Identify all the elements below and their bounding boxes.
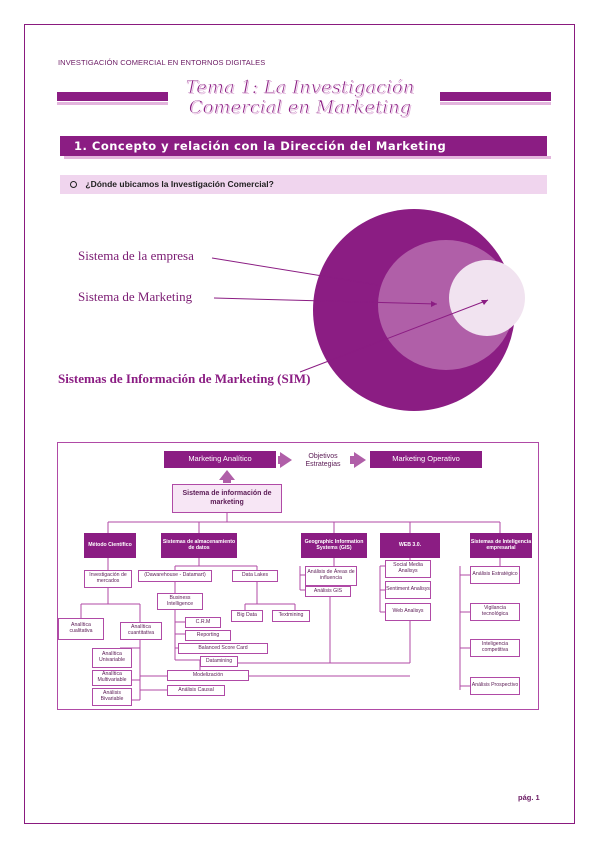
node-marketing-operativo: Marketing Operativo <box>370 451 482 468</box>
node-balanced-score-card: Balanced Score Card <box>178 643 268 654</box>
node-inteligencia-competitiva: Inteligencia competitiva <box>470 639 520 657</box>
title-band-left-light <box>57 102 168 105</box>
estrategias-text: Estrategias <box>305 461 341 468</box>
node-analisis-bivariable: Análisis Bivariable <box>92 688 132 706</box>
venn-arrow-middle <box>213 297 438 305</box>
node-analisis-gis: Análisis GIS <box>305 586 351 597</box>
node-vigilancia: Vigilancia tecnológica <box>470 603 520 621</box>
node-data-lakes: Data Lakes <box>232 570 278 582</box>
node-analitica-univariable: Analítica Univariable <box>92 648 132 668</box>
node-modelizacion: Modelización <box>167 670 249 681</box>
node-analisis-causal: Análisis Causal <box>167 685 225 696</box>
venn-arrowhead-middle <box>431 301 437 307</box>
venn-arrowhead-inner <box>481 300 488 305</box>
node-reporting: Reporting <box>185 630 231 641</box>
section-heading-shadow <box>64 156 551 159</box>
venn-inner-ellipse <box>449 260 525 336</box>
title-band-right-light <box>440 102 551 105</box>
question-text: ¿Dónde ubicamos la Investigación Comerci… <box>85 179 274 189</box>
node-root-sim: Sistema de información de marketing <box>172 484 282 513</box>
bullet-icon <box>70 181 77 189</box>
venn-label-empresa: Sistema de la empresa <box>78 248 194 263</box>
node-textmining: Textmining <box>272 610 310 622</box>
node-analisis-estrategico: Análisis Estratégico <box>470 566 520 584</box>
running-header: INVESTIGACIÓN COMERCIAL EN ENTORNOS DIGI… <box>58 58 266 67</box>
page-title: Tema 1: La Investigación Comercial en Ma… <box>170 77 430 118</box>
arrow-right-1-shaft <box>278 456 282 464</box>
section-heading: 1. Concepto y relación con la Dirección … <box>60 136 551 159</box>
node-investigacion-mercados: Investigación de mercados <box>84 570 132 588</box>
node-business-intelligence: Business Intelligence <box>157 593 203 610</box>
venn-label-marketing: Sistema de Marketing <box>78 289 193 304</box>
node-sentiment: Sentiment Analisys <box>385 581 431 599</box>
node-datamining: Datamining <box>200 656 238 667</box>
node-objetivos-estrategias: Objetivos Estrategias <box>293 449 353 473</box>
node-inteligencia: Sistemas de Inteligencia empresarial <box>470 533 532 558</box>
node-metodo-cientifico: Método Científico <box>84 533 136 558</box>
page-number: pág. 1 <box>518 793 540 802</box>
arrow-right-2-shaft <box>350 456 356 464</box>
node-dawarehouse: (Dawarehouse - Datamart) <box>138 570 212 582</box>
node-analitica-cuantitativa: Analítica cuantitativa <box>120 622 162 640</box>
venn-label-sim: Sistemas de Información de Marketing (SI… <box>58 371 311 386</box>
page-frame <box>24 24 575 824</box>
venn-arrow-inner <box>299 299 489 373</box>
node-gis: Geographic Information Systems (GIS) <box>301 533 367 558</box>
title-band-right <box>440 92 551 101</box>
objetivos-text: Objetivos <box>308 452 338 460</box>
org-chart-frame <box>57 442 539 710</box>
node-analisis-prospectivo: Análisis Prospectivo <box>470 677 520 695</box>
node-almacenamiento: Sistemas de almacenamiento de datos <box>161 533 237 558</box>
node-big-data: Big Data <box>231 610 263 622</box>
arrow-up <box>219 470 235 480</box>
node-areas-influencia: Análisis de Áreas de influencia <box>305 566 357 586</box>
node-web-analisys: Web Analisys <box>385 603 431 621</box>
node-analitica-multivariable: Analítica Multivariable <box>92 670 132 686</box>
question-bar: ¿Dónde ubicamos la Investigación Comerci… <box>60 175 547 194</box>
arrow-right-2 <box>354 452 366 468</box>
title-line-1: Tema 1: La Investigación <box>185 77 415 98</box>
node-crm: C.R.M <box>185 617 221 628</box>
title-band-left <box>57 92 168 101</box>
title-line-2: Comercial en Marketing <box>188 97 412 118</box>
node-analitica-cualitativa: Analítica cualitativa <box>58 618 104 640</box>
node-social-media: Social Media Analisys <box>385 560 431 578</box>
venn-arrow-outer <box>211 257 379 286</box>
node-web3: WEB 3.0. <box>380 533 440 558</box>
node-marketing-analitico: Marketing Analítico <box>164 451 276 468</box>
section-heading-text: 1. Concepto y relación con la Dirección … <box>74 139 447 153</box>
arrow-up-shaft <box>223 479 231 483</box>
arrow-right-1 <box>280 452 292 468</box>
